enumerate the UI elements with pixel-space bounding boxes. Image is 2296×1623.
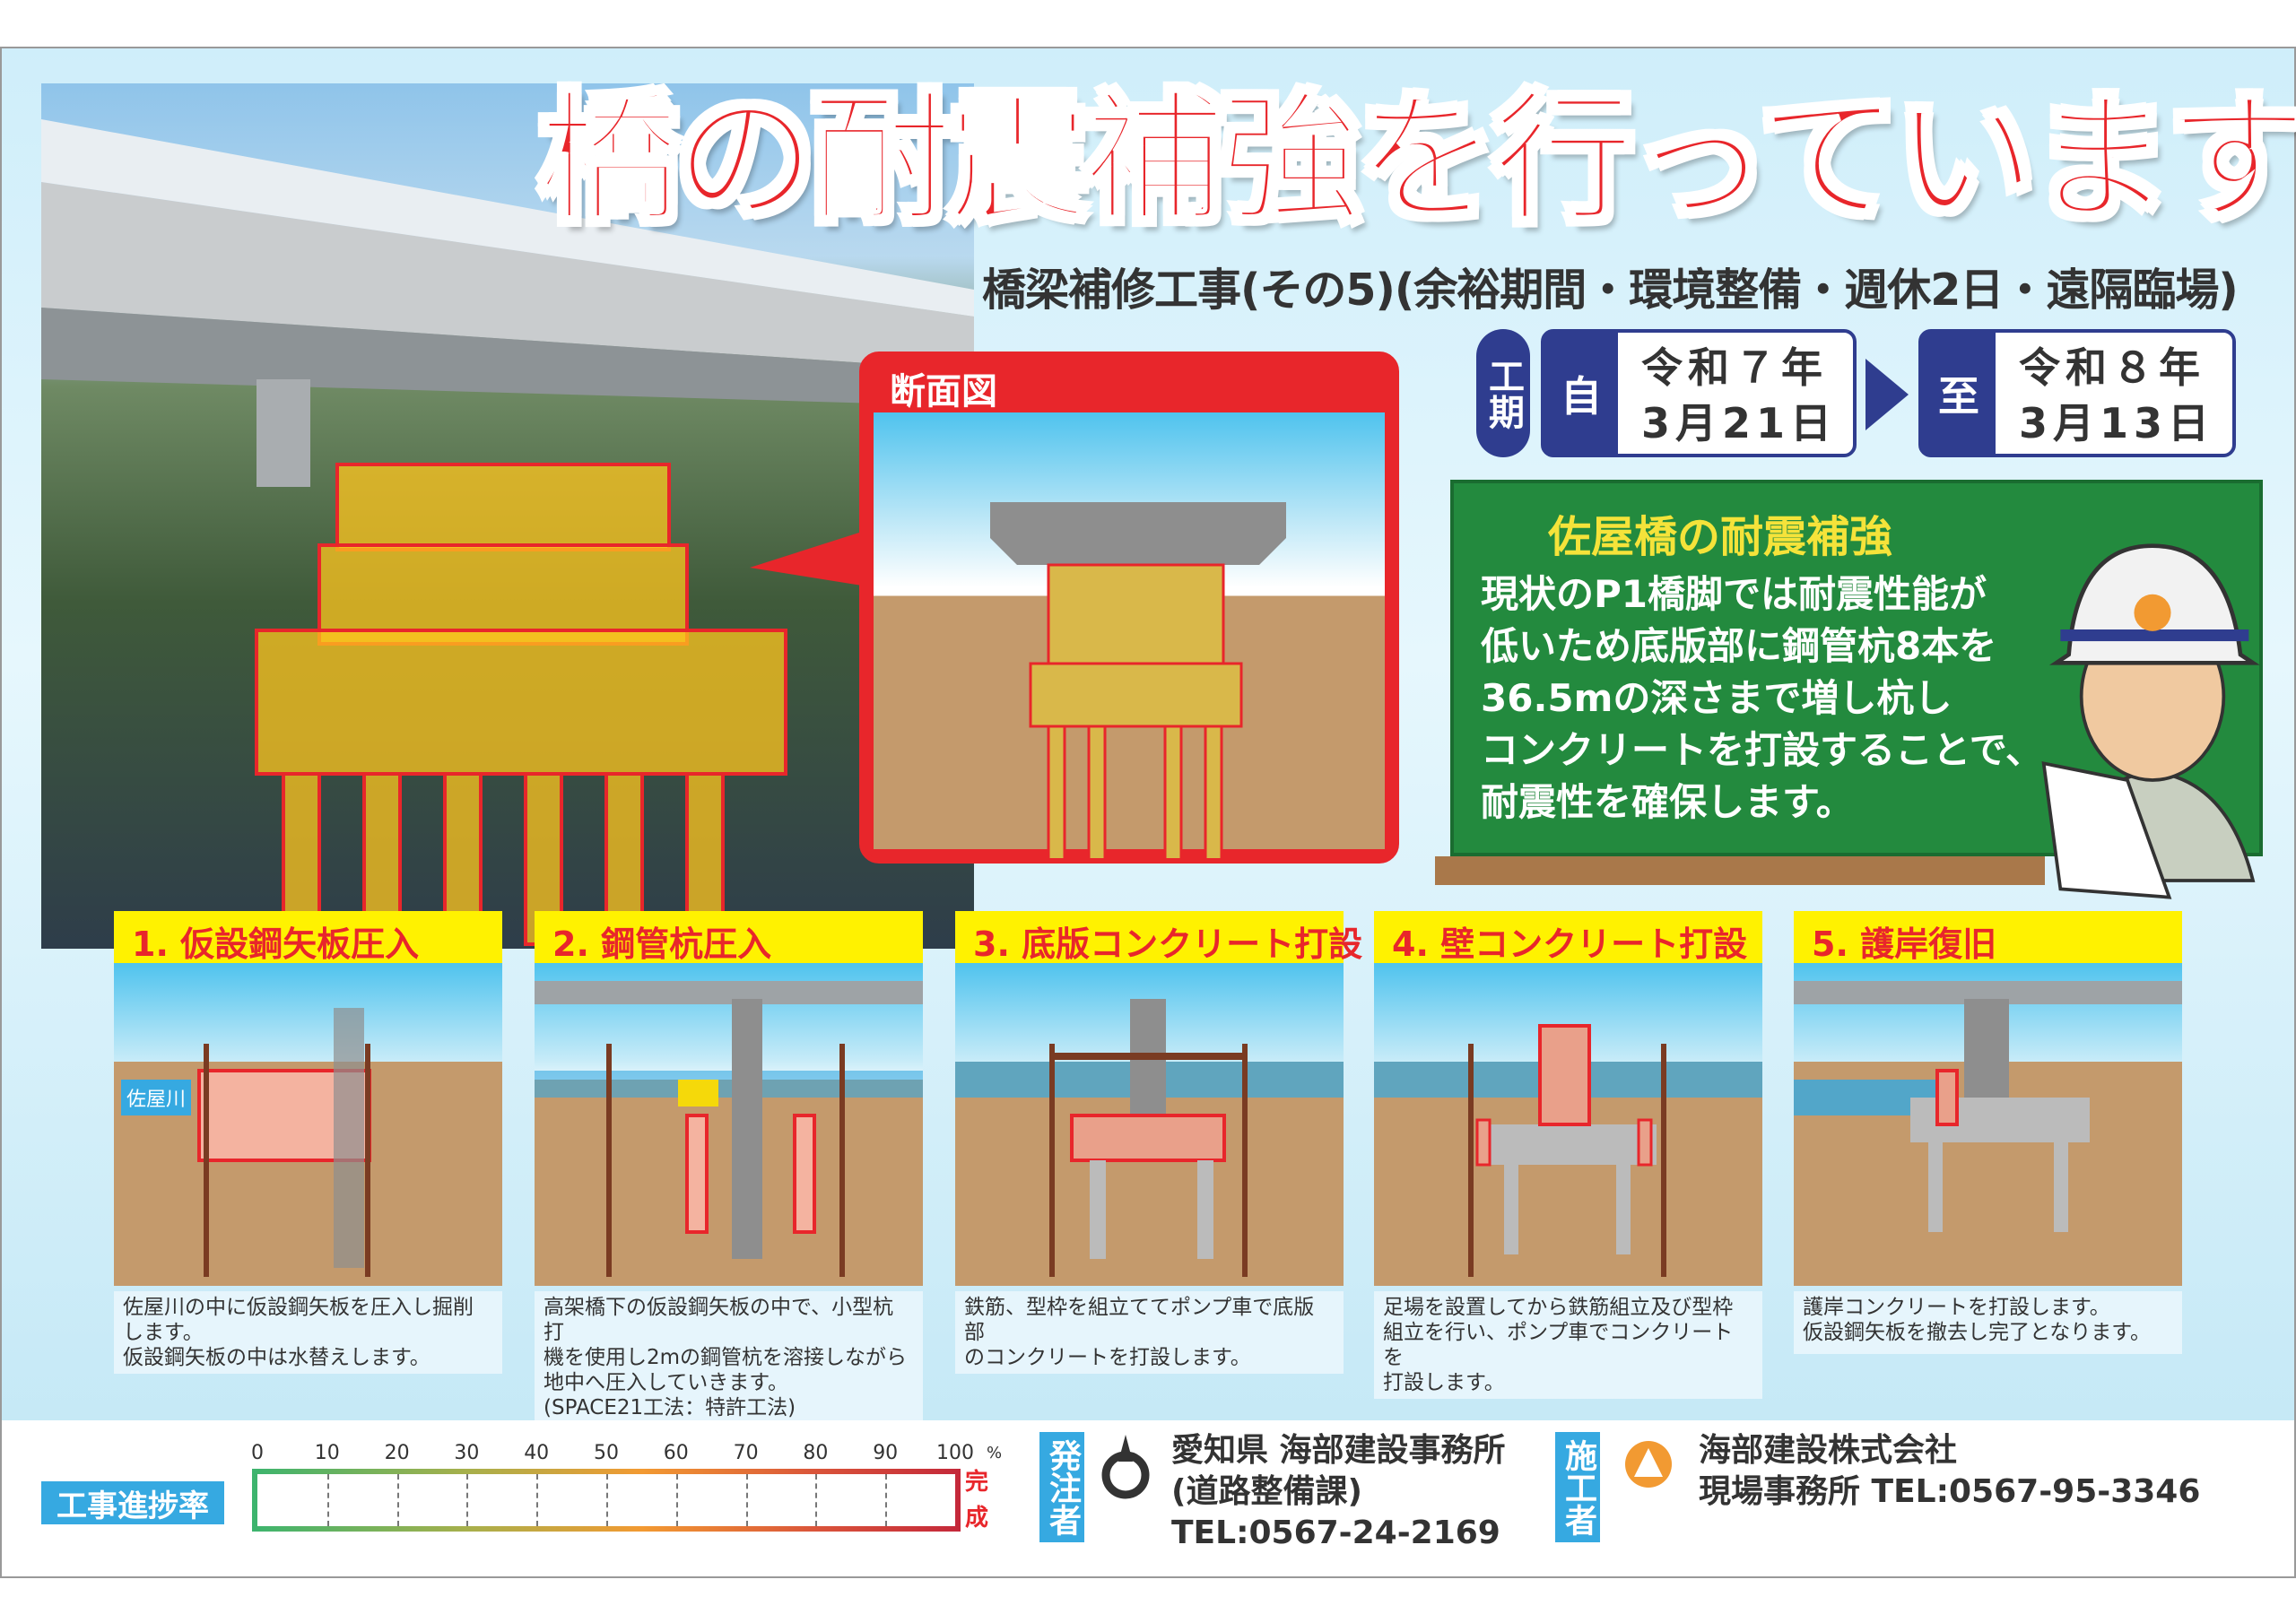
from-year: 令和７年	[1641, 343, 1828, 392]
progress-bar	[252, 1469, 961, 1532]
step-title: 1. 仮設鋼矢板圧入	[114, 911, 502, 964]
cross-section-panel: 断面図	[859, 352, 1399, 864]
river-label: 佐屋川	[121, 1080, 192, 1115]
board-body: 現状のP1橋脚では耐震性能が 低いため底版部に鋼管杭8本を 36.5mの深さまで…	[1481, 568, 2043, 829]
step-text: 足場を設置してから鉄筋組立及び型枠組立を行い、ポンプ車でコンクリートを打設します…	[1374, 1291, 1762, 1399]
step-title: 2. 鋼管杭圧入	[535, 911, 923, 964]
step-text-line: 組立を行い、ポンプ車でコンクリートを	[1383, 1321, 1734, 1369]
progress-tick-label: 80	[803, 1442, 829, 1464]
step-text-line: 護岸コンクリートを打設します。	[1803, 1296, 2110, 1319]
progress-gridline	[675, 1474, 678, 1526]
from-label: 自	[1544, 333, 1618, 454]
to-label: 至	[1922, 333, 1996, 454]
progress-tick-label: 20	[384, 1442, 410, 1464]
progress-tick-label: 90	[873, 1442, 899, 1464]
progress-tick-label: 40	[524, 1442, 550, 1464]
step-text: 護岸コンクリートを打設します。仮設鋼矢板を撤去し完了となります。	[1794, 1291, 2182, 1354]
contractor-name: 海部建設株式会社	[1699, 1432, 1958, 1469]
step-2: 2. 鋼管杭圧入 高架橋下の仮設鋼矢板の中で、小型杭打機を使用し2mの鋼管杭を溶…	[535, 911, 923, 1424]
step-text-line: 仮設鋼矢板を撤去し完了となります。	[1803, 1321, 2152, 1344]
step-diagram	[1794, 963, 2182, 1286]
step-text-line: 足場を設置してから鉄筋組立及び型枠	[1383, 1296, 1734, 1319]
to-year: 令和８年	[2019, 343, 2205, 392]
contractor-label-text: 施工者	[1560, 1438, 1596, 1536]
progress-gridline	[536, 1474, 539, 1526]
step-title: 4. 壁コンクリート打設	[1374, 911, 1762, 964]
period-from: 自 令和７年 3月21日	[1541, 329, 1857, 457]
step-text-line: 鉄筋、型枠を組立ててポンプ車で底版部	[964, 1296, 1315, 1344]
progress-tick-label: 0	[251, 1442, 264, 1464]
progress-tick-label: 100	[936, 1442, 974, 1464]
arrow-right-icon	[1866, 359, 1909, 430]
complete-label-1: 完	[965, 1469, 989, 1496]
step-5: 5. 護岸復旧 護岸コンクリートを打設します。仮設鋼矢板を撤去し完了となります。	[1794, 911, 2182, 1354]
board-line: 耐震性を確保します。	[1481, 780, 1854, 824]
orderer-label: 発注者	[1039, 1432, 1084, 1542]
progress-gridline	[606, 1474, 608, 1526]
progress-gridline	[326, 1474, 329, 1526]
step-title: 3. 底版コンクリート打設	[955, 911, 1362, 964]
from-date: 3月21日	[1641, 399, 1838, 447]
progress-gridline	[745, 1474, 748, 1526]
orderer-dept: (道路整備課)	[1171, 1473, 1362, 1510]
step-text-line: します。	[123, 1321, 204, 1344]
contractor-tel: 現場事務所 TEL:0567-95-3346	[1699, 1473, 2201, 1510]
step-text-line: のコンクリートを打設します。	[964, 1346, 1251, 1369]
worker-mascot	[2041, 543, 2260, 899]
progress-label: 工事進捗率	[41, 1481, 224, 1524]
orderer-name: 愛知県 海部建設事務所	[1171, 1432, 1506, 1469]
step-diagram	[535, 963, 923, 1286]
period-label: 工期	[1476, 329, 1530, 457]
step-title: 5. 護岸復旧	[1794, 911, 2182, 964]
to-date: 3月13日	[2019, 399, 2215, 447]
progress-tick-label: 50	[594, 1442, 619, 1464]
page-title: 橋の耐震補強を行っています!	[536, 77, 2296, 242]
step-text: 高架橋下の仮設鋼矢板の中で、小型杭打機を使用し2mの鋼管杭を溶接しながら地中へ圧…	[535, 1291, 923, 1424]
bridge-photo	[41, 83, 974, 949]
board-line: 低いため底版部に鋼管杭8本を	[1481, 624, 1997, 668]
orderer-label-text: 発注者	[1044, 1438, 1081, 1536]
step-4: 4. 壁コンクリート打設 足場を設置してから鉄筋組立及び型枠組立を行い、ポンプ車…	[1374, 911, 1762, 1399]
progress-tick-label: 10	[314, 1442, 340, 1464]
step-3: 3. 底版コンクリート打設 鉄筋、型枠を組立ててポンプ車で底版部のコンクリートを…	[955, 911, 1362, 1374]
cross-section-title: 断面図	[890, 371, 997, 412]
step-text-line: 佐屋川の中に仮設鋼矢板を圧入し掘削	[123, 1296, 474, 1319]
progress-gridline	[466, 1474, 469, 1526]
progress-tick-label: 70	[733, 1442, 759, 1464]
contractor-label: 施工者	[1555, 1432, 1600, 1542]
board-title: 佐屋橋の耐震補強	[1548, 512, 1893, 562]
board-line: コンクリートを打設することで、	[1481, 728, 2044, 772]
step-text-line: (SPACE21工法：特許工法)	[544, 1396, 796, 1419]
step-diagram	[955, 963, 1344, 1286]
board-ledge	[1435, 856, 2045, 885]
contractor-logo-icon	[1625, 1441, 1672, 1488]
progress-tick-label: 30	[454, 1442, 480, 1464]
board-line: 36.5mの深さまで増し杭し	[1481, 676, 1952, 720]
step-1: 1. 仮設鋼矢板圧入 佐屋川 佐屋川の中に仮設鋼矢板を圧入し掘削します。仮設鋼矢…	[114, 911, 502, 1374]
progress-gridline	[885, 1474, 888, 1526]
progress-track	[257, 1474, 955, 1526]
step-text-line: 打設します。	[1383, 1371, 1505, 1394]
step-text-line: 高架橋下の仮設鋼矢板の中で、小型杭打	[544, 1296, 894, 1344]
step-text: 佐屋川の中に仮設鋼矢板を圧入し掘削します。仮設鋼矢板の中は水替えします。	[114, 1291, 502, 1374]
orderer-tel: TEL:0567-24-2169	[1171, 1515, 1500, 1551]
aichi-emblem-icon	[1101, 1435, 1150, 1499]
board-line: 現状のP1橋脚では耐震性能が	[1481, 572, 1987, 616]
project-subtitle: 橋梁補修工事(その5)(余裕期間・環境整備・週休2日・遠隔臨場)	[982, 265, 2239, 316]
period-label-text: 工期	[1483, 357, 1524, 430]
step-text-line: 機を使用し2mの鋼管杭を溶接しながら	[544, 1346, 908, 1369]
period-to: 至 令和８年 3月13日	[1918, 329, 2236, 457]
progress-gridline	[815, 1474, 818, 1526]
step-diagram: 佐屋川	[114, 963, 502, 1286]
progress-unit: %	[987, 1444, 1003, 1462]
step-diagram	[1374, 963, 1762, 1286]
progress-tick-label: 60	[663, 1442, 689, 1464]
step-text: 鉄筋、型枠を組立ててポンプ車で底版部のコンクリートを打設します。	[955, 1291, 1344, 1374]
bridge-illustration	[41, 119, 974, 946]
step-text-line: 地中へ圧入していきます。	[544, 1371, 789, 1394]
cross-section-diagram	[874, 412, 1385, 858]
step-text-line: 仮設鋼矢板の中は水替えします。	[123, 1346, 430, 1369]
complete-label-2: 成	[965, 1505, 989, 1532]
progress-gridline	[396, 1474, 399, 1526]
